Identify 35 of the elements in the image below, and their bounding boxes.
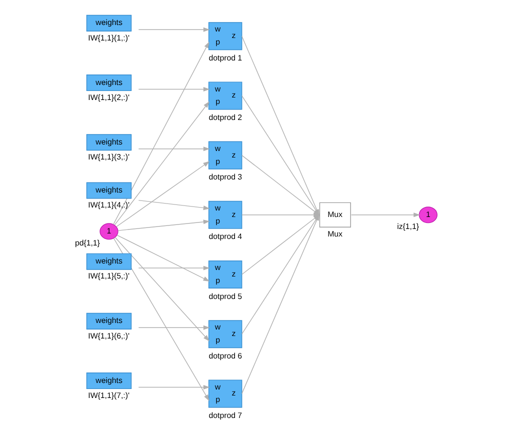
arrow [138,325,210,330]
node-label: IW{1,1}(3,:)' [88,152,129,162]
arrow [138,86,210,92]
node-label: IW{1,1}(5,:)' [88,272,129,281]
arrow [138,266,210,270]
node-label: dotprod 6 [208,351,242,360]
node-label: IW{1,1}(6,:)' [88,331,129,340]
node-label: IW{1,1}(7,:)' [88,390,129,400]
arrow [138,146,210,152]
node-label: IW{1,1}(1,:)' [88,33,129,42]
arrow [114,236,210,342]
node-label: dotprod 7 [208,410,242,420]
node-label: dotprod 1 [208,53,242,62]
node-label: Mux [327,229,342,238]
arrow [350,212,420,218]
node-label: pd{1,1} [74,238,100,248]
node-label: IW{1,1}(2,:)' [88,92,129,102]
node-label: dotprod 2 [208,112,242,122]
arrow [138,384,210,390]
node-ellipse: 1 [99,223,118,240]
arrow [112,42,209,225]
node-label: IW{1,1}(4,:)' [88,200,129,210]
node-label: iz{1,1} [396,222,418,232]
arrow [114,101,209,226]
node-ellipse: 1 [418,206,437,224]
arrow [116,234,210,282]
arrow [116,161,210,227]
arrow [112,238,209,402]
arrow [138,200,210,210]
arrow [117,220,210,231]
node-label: dotprod 5 [208,292,242,301]
node-box: Mux [318,202,350,228]
arrow [138,27,210,32]
node-label: dotprod 3 [208,172,242,182]
node-label: dotprod 4 [208,232,242,242]
